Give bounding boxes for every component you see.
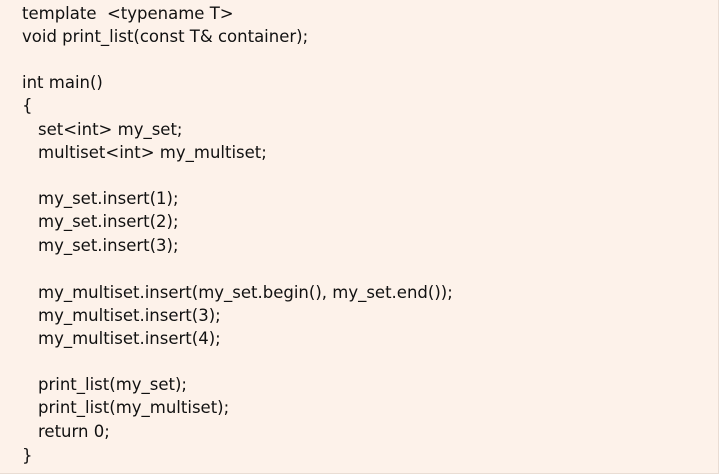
code-line-19: return 0;: [38, 422, 110, 441]
code-line-13: my_multiset.insert(my_set.begin(), my_se…: [38, 283, 453, 302]
code-line-9: my_set.insert(1);: [38, 189, 179, 208]
code-line-7: multiset<int> my_multiset;: [38, 143, 267, 162]
code-line-1: template <typename T>: [22, 4, 234, 23]
code-line-14: my_multiset.insert(3);: [38, 306, 221, 325]
code-line-6: set<int> my_set;: [38, 120, 183, 139]
code-line-4: int main(): [22, 73, 103, 92]
code-line-15: my_multiset.insert(4);: [38, 329, 221, 348]
code-line-2: void print_list(const T& container);: [22, 27, 309, 46]
code-line-17: print_list(my_set);: [38, 375, 187, 394]
code-line-10: my_set.insert(2);: [38, 212, 179, 231]
code-line-5: {: [22, 96, 33, 115]
code-line-18: print_list(my_multiset);: [38, 398, 230, 417]
code-line-11: my_set.insert(3);: [38, 236, 179, 255]
code-line-20: }: [22, 446, 33, 465]
